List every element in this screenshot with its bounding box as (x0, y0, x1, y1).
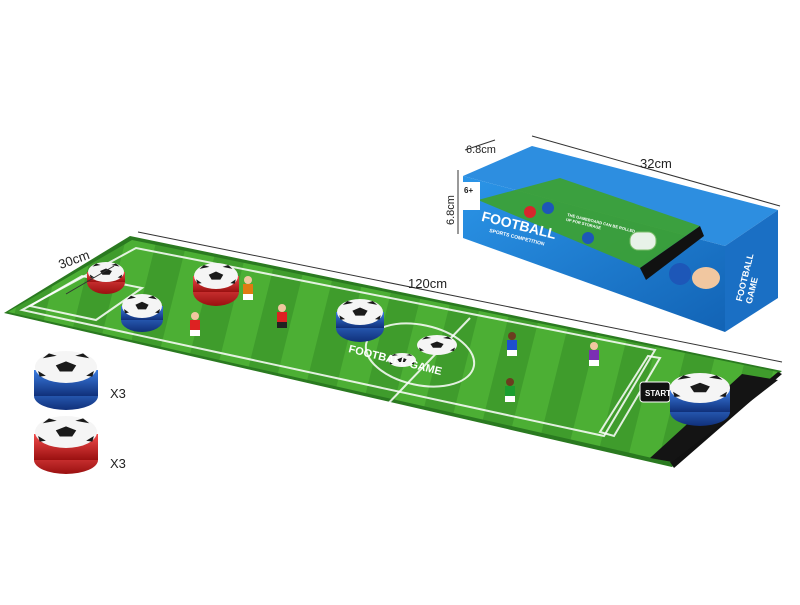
puck-blue-1 (121, 294, 163, 332)
blue-puck-sample (34, 351, 98, 410)
box-length-label: 32cm (640, 156, 672, 171)
box-width-label: 6.8cm (466, 144, 496, 156)
box-age-badge: 6+ (464, 186, 474, 195)
dimension-lines (65, 135, 783, 363)
blue-puck-count: X3 (110, 386, 126, 401)
product-box (462, 146, 778, 332)
red-puck-count: X3 (110, 456, 126, 471)
box-height-label: 6.8cm (445, 195, 457, 225)
puck-red-2 (193, 263, 239, 306)
puck-blue-2 (336, 299, 384, 342)
mat-player-figures (190, 276, 599, 402)
puck-blue-3 (670, 373, 730, 426)
red-puck-sample (34, 416, 98, 474)
start-badge: START (639, 381, 671, 403)
mat-length-label: 120cm (408, 276, 448, 291)
start-label: START (645, 389, 671, 398)
